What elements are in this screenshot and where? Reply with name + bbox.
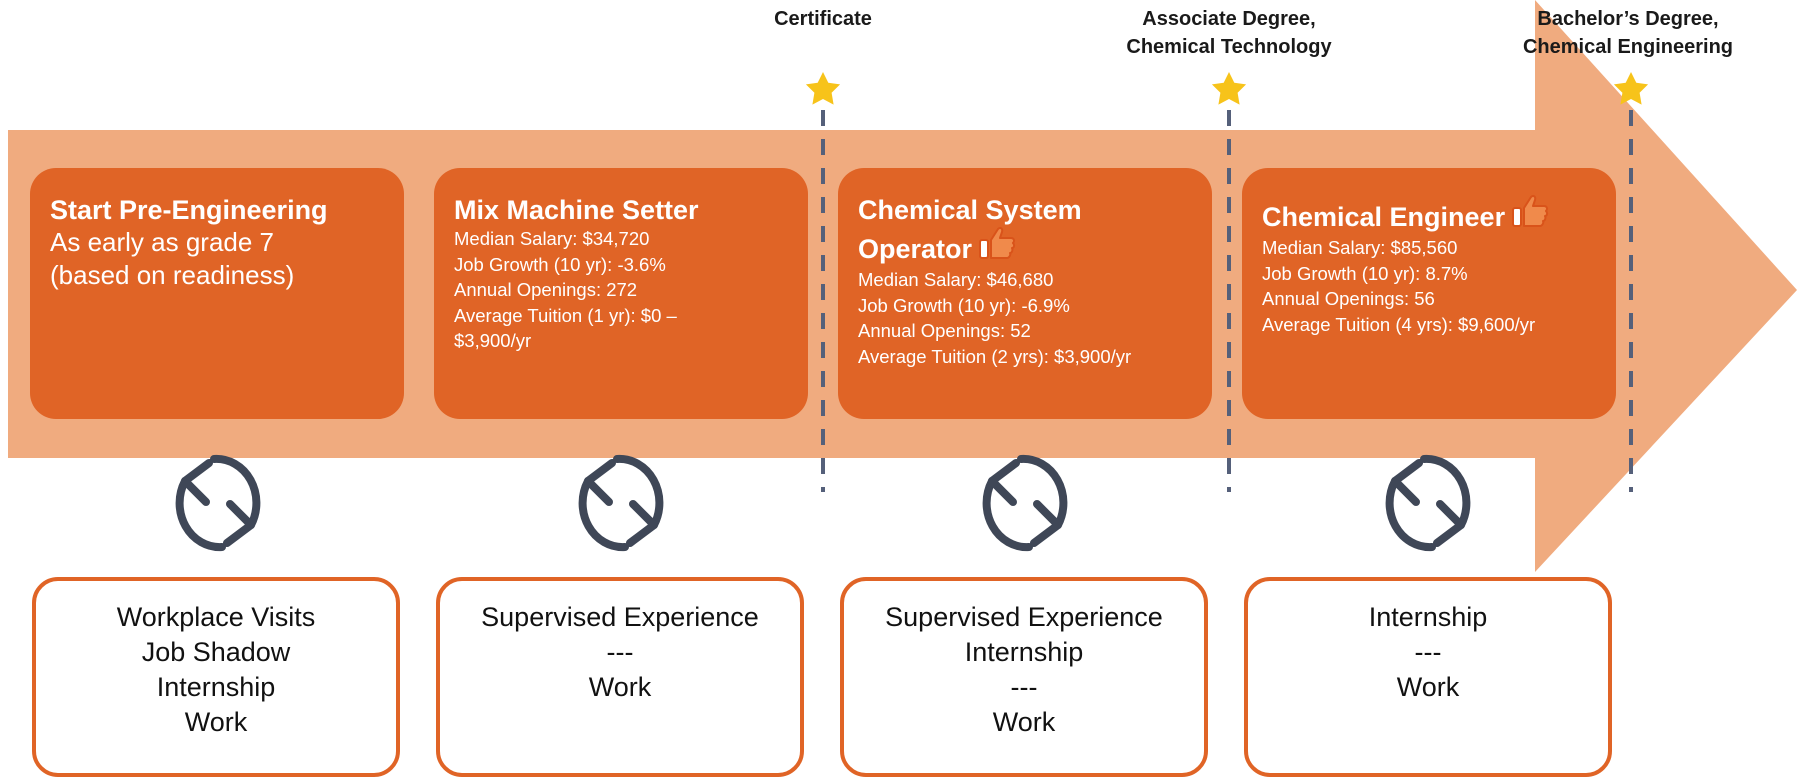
stage-card-chemical-engineer: Chemical Engineer Median Salary: $85,560… <box>1242 168 1616 419</box>
experience-line: Internship <box>964 637 1084 667</box>
stage-subtitle: (based on readiness) <box>50 260 295 290</box>
star-icon <box>1211 72 1247 105</box>
stage-title: Mix Machine Setter <box>454 195 699 225</box>
experience-line: Supervised Experience <box>885 602 1163 632</box>
stage-stat: Average Tuition (1 yr): $0 – <box>454 304 677 326</box>
stage-title: Chemical Engineer <box>1262 202 1506 232</box>
stage-stat: Job Growth (10 yr): -6.9% <box>858 294 1070 316</box>
experience-line: Work <box>184 707 248 737</box>
stage-stat: Annual Openings: 52 <box>858 320 1031 341</box>
refresh-cycle-icon <box>175 454 261 552</box>
stage-title: Start Pre-Engineering <box>50 195 328 225</box>
milestone-line: Bachelor’s Degree, <box>1537 8 1719 30</box>
stage-title-row: Operator <box>858 226 1192 267</box>
stage-card-chemical-system-operator: Chemical System Operator Median Salary: … <box>838 168 1212 419</box>
milestone-line: Certificate <box>774 8 872 30</box>
experience-box-chemical-engineer: Internship --- Work <box>1244 577 1612 777</box>
experience-line: Work <box>588 672 652 702</box>
stage-stat: Average Tuition (4 yrs): $9,600/yr <box>1262 313 1536 335</box>
experience-line: Work <box>1396 672 1460 702</box>
experience-box-chemical-system-operator: Supervised Experience Internship --- Wor… <box>840 577 1208 777</box>
stage-stat: Annual Openings: 56 <box>1262 288 1435 309</box>
experience-box-pre-engineering: Workplace Visits Job Shadow Internship W… <box>32 577 400 777</box>
milestone-line: Chemical Technology <box>1126 36 1332 58</box>
stage-card-pre-engineering: Start Pre-Engineering As early as grade … <box>30 168 404 419</box>
stage-stat: Job Growth (10 yr): 8.7% <box>1262 262 1468 284</box>
stage-stat: Median Salary: $46,680 <box>858 269 1054 290</box>
experience-line: Job Shadow <box>141 637 291 667</box>
milestone-line: Chemical Engineering <box>1522 36 1734 58</box>
experience-line: Work <box>992 707 1056 737</box>
stage-subtitle: As early as grade 7 <box>50 227 275 257</box>
stage-title: Operator <box>858 234 973 264</box>
experience-line: --- <box>1010 672 1038 702</box>
stage-stat: Median Salary: $85,560 <box>1262 237 1458 258</box>
milestone-line: Associate Degree, <box>1142 8 1316 30</box>
experience-line: Workplace Visits <box>116 602 316 632</box>
experience-box-mix-machine-setter: Supervised Experience --- Work <box>436 577 804 777</box>
experience-line: Internship <box>1368 602 1488 632</box>
stage-stat: $3,900/yr <box>454 330 532 351</box>
milestone-associate-degree: Associate Degree, Chemical Technology <box>1089 5 1369 61</box>
stage-title-row: Chemical Engineer <box>1262 194 1596 235</box>
refresh-cycle-icon <box>982 454 1068 552</box>
refresh-cycle-icon <box>578 454 664 552</box>
milestone-certificate: Certificate <box>743 5 903 33</box>
thumbs-up-icon <box>1511 194 1549 235</box>
experience-line: --- <box>606 637 634 667</box>
stage-stat: Annual Openings: 272 <box>454 279 638 300</box>
refresh-cycle-icon <box>1385 454 1471 552</box>
stage-stat: Job Growth (10 yr): -3.6% <box>454 253 666 275</box>
milestone-bachelors-degree: Bachelor’s Degree, Chemical Engineering <box>1488 5 1768 61</box>
experience-line: Supervised Experience <box>481 602 759 632</box>
stage-title: Chemical System <box>858 195 1082 225</box>
star-icon <box>805 72 841 105</box>
stage-stat: Median Salary: $34,720 <box>454 228 650 249</box>
stage-stat: Average Tuition (2 yrs): $3,900/yr <box>858 345 1132 367</box>
stage-card-mix-machine-setter: Mix Machine Setter Median Salary: $34,72… <box>434 168 808 419</box>
experience-line: Internship <box>156 672 276 702</box>
star-icon <box>1613 72 1649 105</box>
thumbs-up-icon <box>978 226 1016 267</box>
experience-line: --- <box>1414 637 1442 667</box>
